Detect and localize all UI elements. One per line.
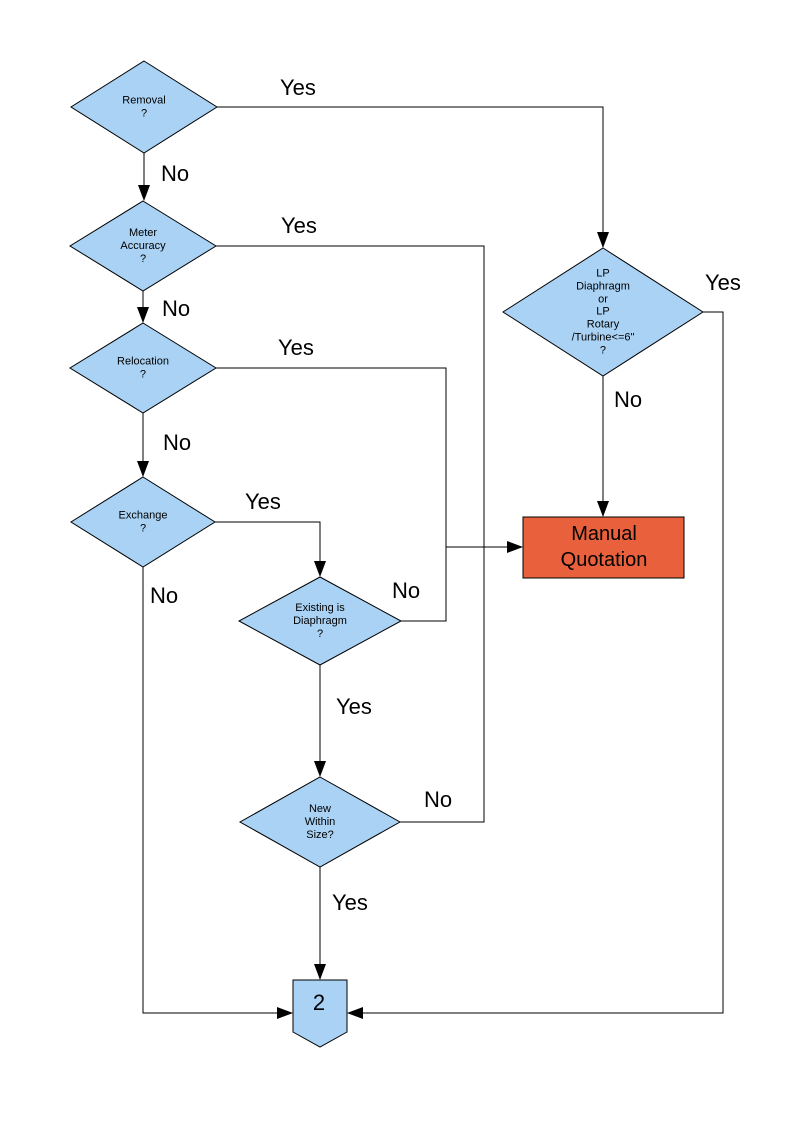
existing-is-diaphragm-yes-label: Yes: [336, 694, 372, 719]
edge-relocation-yes-trunk: [216, 367, 447, 622]
offpage-connector-2-shape: [292, 979, 348, 1048]
lp-meter-type-label: LP Diaphragm or LP Rotary /Turbine<=6" ?: [571, 267, 635, 356]
new-within-size-label: New Within Size?: [304, 802, 336, 841]
manual-quotation-box-shape: [522, 516, 685, 579]
removal-decision-shape: [70, 60, 218, 154]
relocation-decision-shape: [69, 322, 217, 414]
relocation-yes-label: Yes: [278, 335, 314, 360]
exchange-yes-label: Yes: [245, 489, 281, 514]
lp-meter-type-yes-label: Yes: [705, 270, 741, 295]
meter-accuracy-no-label: No: [162, 296, 191, 321]
removal-yes-label: Yes: [280, 75, 316, 100]
meter-accuracy-decision-shape: [69, 200, 217, 292]
edge-lp-yes: [347, 311, 724, 1019]
exchange-label: Exchange ?: [118, 509, 168, 534]
exchange-no-label: No: [150, 583, 179, 608]
new-within-size-yes-label: Yes: [332, 890, 368, 915]
new-within-size-no-label: No: [424, 787, 453, 812]
edge-meter-accuracy-yes-trunk: [216, 245, 485, 823]
exchange-decision-shape: [70, 476, 216, 568]
removal-label: Removal ?: [122, 94, 166, 119]
meter-accuracy-yes-label: Yes: [281, 213, 317, 238]
lp-meter-type-decision-shape: [502, 247, 704, 377]
existing-is-diaphragm-label: Existing is Diaphragm ?: [293, 601, 347, 640]
new-within-size-decision-shape: [238, 776, 402, 868]
existing-is-diaphragm-no-label: No: [392, 578, 421, 603]
meter-accuracy-label: Meter Accuracy ?: [120, 226, 166, 265]
existing-is-diaphragm-decision-shape: [237, 576, 403, 666]
edge-exchange-no: [142, 567, 293, 1019]
removal-no-label: No: [161, 161, 190, 186]
edge-exchange-yes: [215, 521, 326, 577]
relocation-label: Relocation ?: [117, 355, 169, 380]
manual-quotation-label: Manual Quotation: [560, 523, 648, 571]
lp-meter-type-no-label: No: [614, 387, 643, 412]
edge-removal-yes: [217, 106, 609, 248]
offpage-connector-2-label: 2: [312, 990, 326, 1015]
relocation-no-label: No: [163, 430, 192, 455]
